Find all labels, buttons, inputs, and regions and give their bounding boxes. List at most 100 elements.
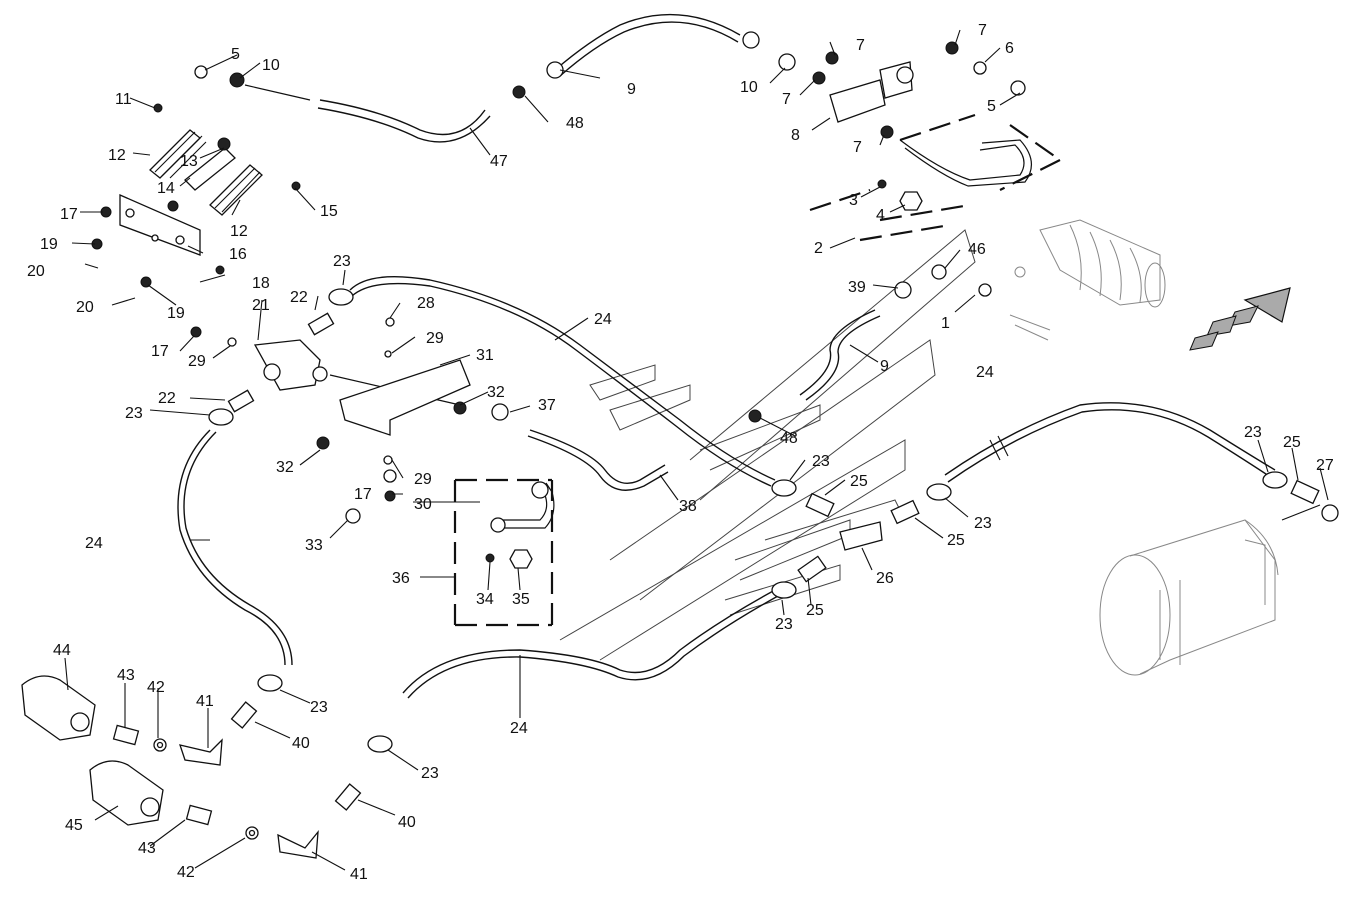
callout-27: 27: [1316, 457, 1334, 474]
callout-labels: 5 10 11 12 13 14 15 12 17 16 19 20 18 20…: [27, 22, 1334, 883]
callout-24: 24: [510, 720, 528, 737]
callout-40: 40: [398, 814, 416, 831]
air-tank-ghost: [1099, 519, 1279, 676]
callout-29: 29: [188, 353, 206, 370]
leader-lines: [64, 29, 1329, 871]
callout-24: 24: [976, 364, 994, 381]
callout-18: 18: [252, 275, 270, 292]
callout-48: 48: [566, 115, 584, 132]
callout-35: 35: [512, 591, 530, 608]
callout-46: 46: [968, 241, 986, 258]
callout-20: 20: [76, 299, 94, 316]
callout-25: 25: [850, 473, 868, 490]
callout-9: 9: [627, 81, 636, 98]
callout-10: 10: [262, 57, 280, 74]
callout-25: 25: [806, 602, 824, 619]
callout-47: 47: [490, 153, 508, 170]
callout-24: 24: [85, 535, 103, 552]
callout-43: 43: [138, 840, 156, 857]
callout-44: 44: [53, 642, 71, 659]
callout-19: 19: [40, 236, 58, 253]
callout-41: 41: [196, 693, 214, 710]
callout-7: 7: [856, 37, 865, 54]
callout-5: 5: [231, 46, 240, 63]
callout-23: 23: [775, 616, 793, 633]
callout-19: 19: [167, 305, 185, 322]
callout-17: 17: [151, 343, 169, 360]
callout-15: 15: [320, 203, 338, 220]
valve-21: [253, 339, 321, 391]
callout-17: 17: [354, 486, 372, 503]
callout-12: 12: [230, 223, 248, 240]
callout-14: 14: [157, 180, 175, 197]
callout-4: 4: [876, 207, 885, 224]
callout-8: 8: [791, 127, 800, 144]
callout-22: 22: [158, 390, 176, 407]
callout-26: 26: [876, 570, 894, 587]
spring-12b: [209, 164, 263, 216]
callout-12: 12: [108, 147, 126, 164]
callout-7: 7: [853, 139, 862, 156]
callout-45: 45: [65, 817, 83, 834]
callout-42: 42: [177, 864, 195, 881]
direction-arrow-icon: [1189, 287, 1291, 351]
callout-20: 20: [27, 263, 45, 280]
callout-23: 23: [333, 253, 351, 270]
callout-2: 2: [814, 240, 823, 257]
callout-23: 23: [125, 405, 143, 422]
callout-13: 13: [180, 153, 198, 170]
parts: [21, 31, 1339, 859]
callout-7: 7: [978, 22, 987, 39]
bracket-31: [339, 359, 471, 436]
callout-48: 48: [780, 430, 798, 447]
frame-ghost-outline: [559, 229, 976, 661]
kit-outline-2: [809, 113, 1061, 242]
callout-23: 23: [310, 699, 328, 716]
callout-16: 16: [229, 246, 247, 263]
brake-hoses: [177, 13, 1276, 699]
callout-32: 32: [487, 384, 505, 401]
callout-37: 37: [538, 397, 556, 414]
callout-11: 11: [115, 91, 132, 108]
callout-29: 29: [426, 330, 444, 347]
elbow-41a: [179, 738, 223, 766]
callout-24: 24: [594, 311, 612, 328]
callout-21: 21: [252, 297, 270, 314]
callout-23: 23: [1244, 424, 1262, 441]
callout-6: 6: [1005, 40, 1014, 57]
callout-30: 30: [414, 496, 432, 513]
callout-22: 22: [290, 289, 308, 306]
callout-38: 38: [679, 498, 697, 515]
callout-23: 23: [812, 453, 830, 470]
callout-9: 9: [880, 358, 889, 375]
callout-29: 29: [414, 471, 432, 488]
kit-outline-36: [453, 478, 554, 627]
callout-39: 39: [848, 279, 866, 296]
callout-34: 34: [476, 591, 494, 608]
tee-26: [839, 521, 883, 551]
callout-23: 23: [421, 765, 439, 782]
callout-33: 33: [305, 537, 323, 554]
callout-17: 17: [60, 206, 78, 223]
callout-10: 10: [740, 79, 758, 96]
callout-43: 43: [117, 667, 135, 684]
callout-40: 40: [292, 735, 310, 752]
elbow-41b: [277, 829, 319, 859]
spring-drum-ghost: [1009, 219, 1166, 341]
callout-7: 7: [782, 91, 791, 108]
callout-41: 41: [350, 866, 368, 883]
callout-32: 32: [276, 459, 294, 476]
callout-3: 3: [849, 192, 858, 209]
valve-8: [829, 79, 886, 123]
callout-1: 1: [941, 315, 950, 332]
callout-31: 31: [476, 347, 494, 364]
callout-23: 23: [974, 515, 992, 532]
callout-25: 25: [1283, 434, 1301, 451]
callout-36: 36: [392, 570, 410, 587]
callout-25: 25: [947, 532, 965, 549]
callout-28: 28: [417, 295, 435, 312]
callout-42: 42: [147, 679, 165, 696]
cylinder-13: [184, 147, 236, 191]
